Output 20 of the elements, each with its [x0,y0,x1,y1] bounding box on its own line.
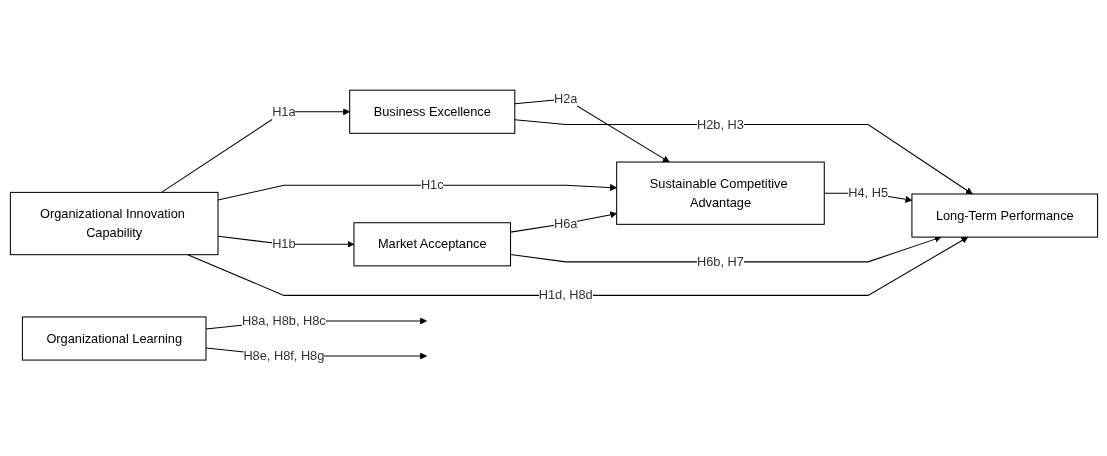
edge-label: H2b, H3 [696,117,744,132]
arrow [217,184,617,202]
edge-label: H6b, H7 [696,255,744,269]
node-box: Organizational Innovation Capability [9,192,219,256]
edge-label: H1d, H8d [538,288,593,303]
node-box: Business Excellence [348,90,515,135]
edge-label: H1c [420,178,444,193]
edge-label: H8e, H8f, H8g [242,349,324,363]
edge-label: H1a [271,105,296,119]
arrow [217,236,354,249]
edge-label: H1b [271,237,296,252]
node-box: Long-Term Performance [910,193,1098,239]
edge-label: H4, H5 [847,186,888,201]
edge-label: H8a, H8b, H8c [241,314,326,328]
edge-label: H6a [553,216,577,231]
arrow [160,108,350,194]
node-box: Sustainable Competitive Advantage [615,162,825,226]
edge-label: H2a [553,92,577,106]
node-box: Market Acceptance [352,222,511,267]
node-box: Organizational Learning [21,316,206,362]
